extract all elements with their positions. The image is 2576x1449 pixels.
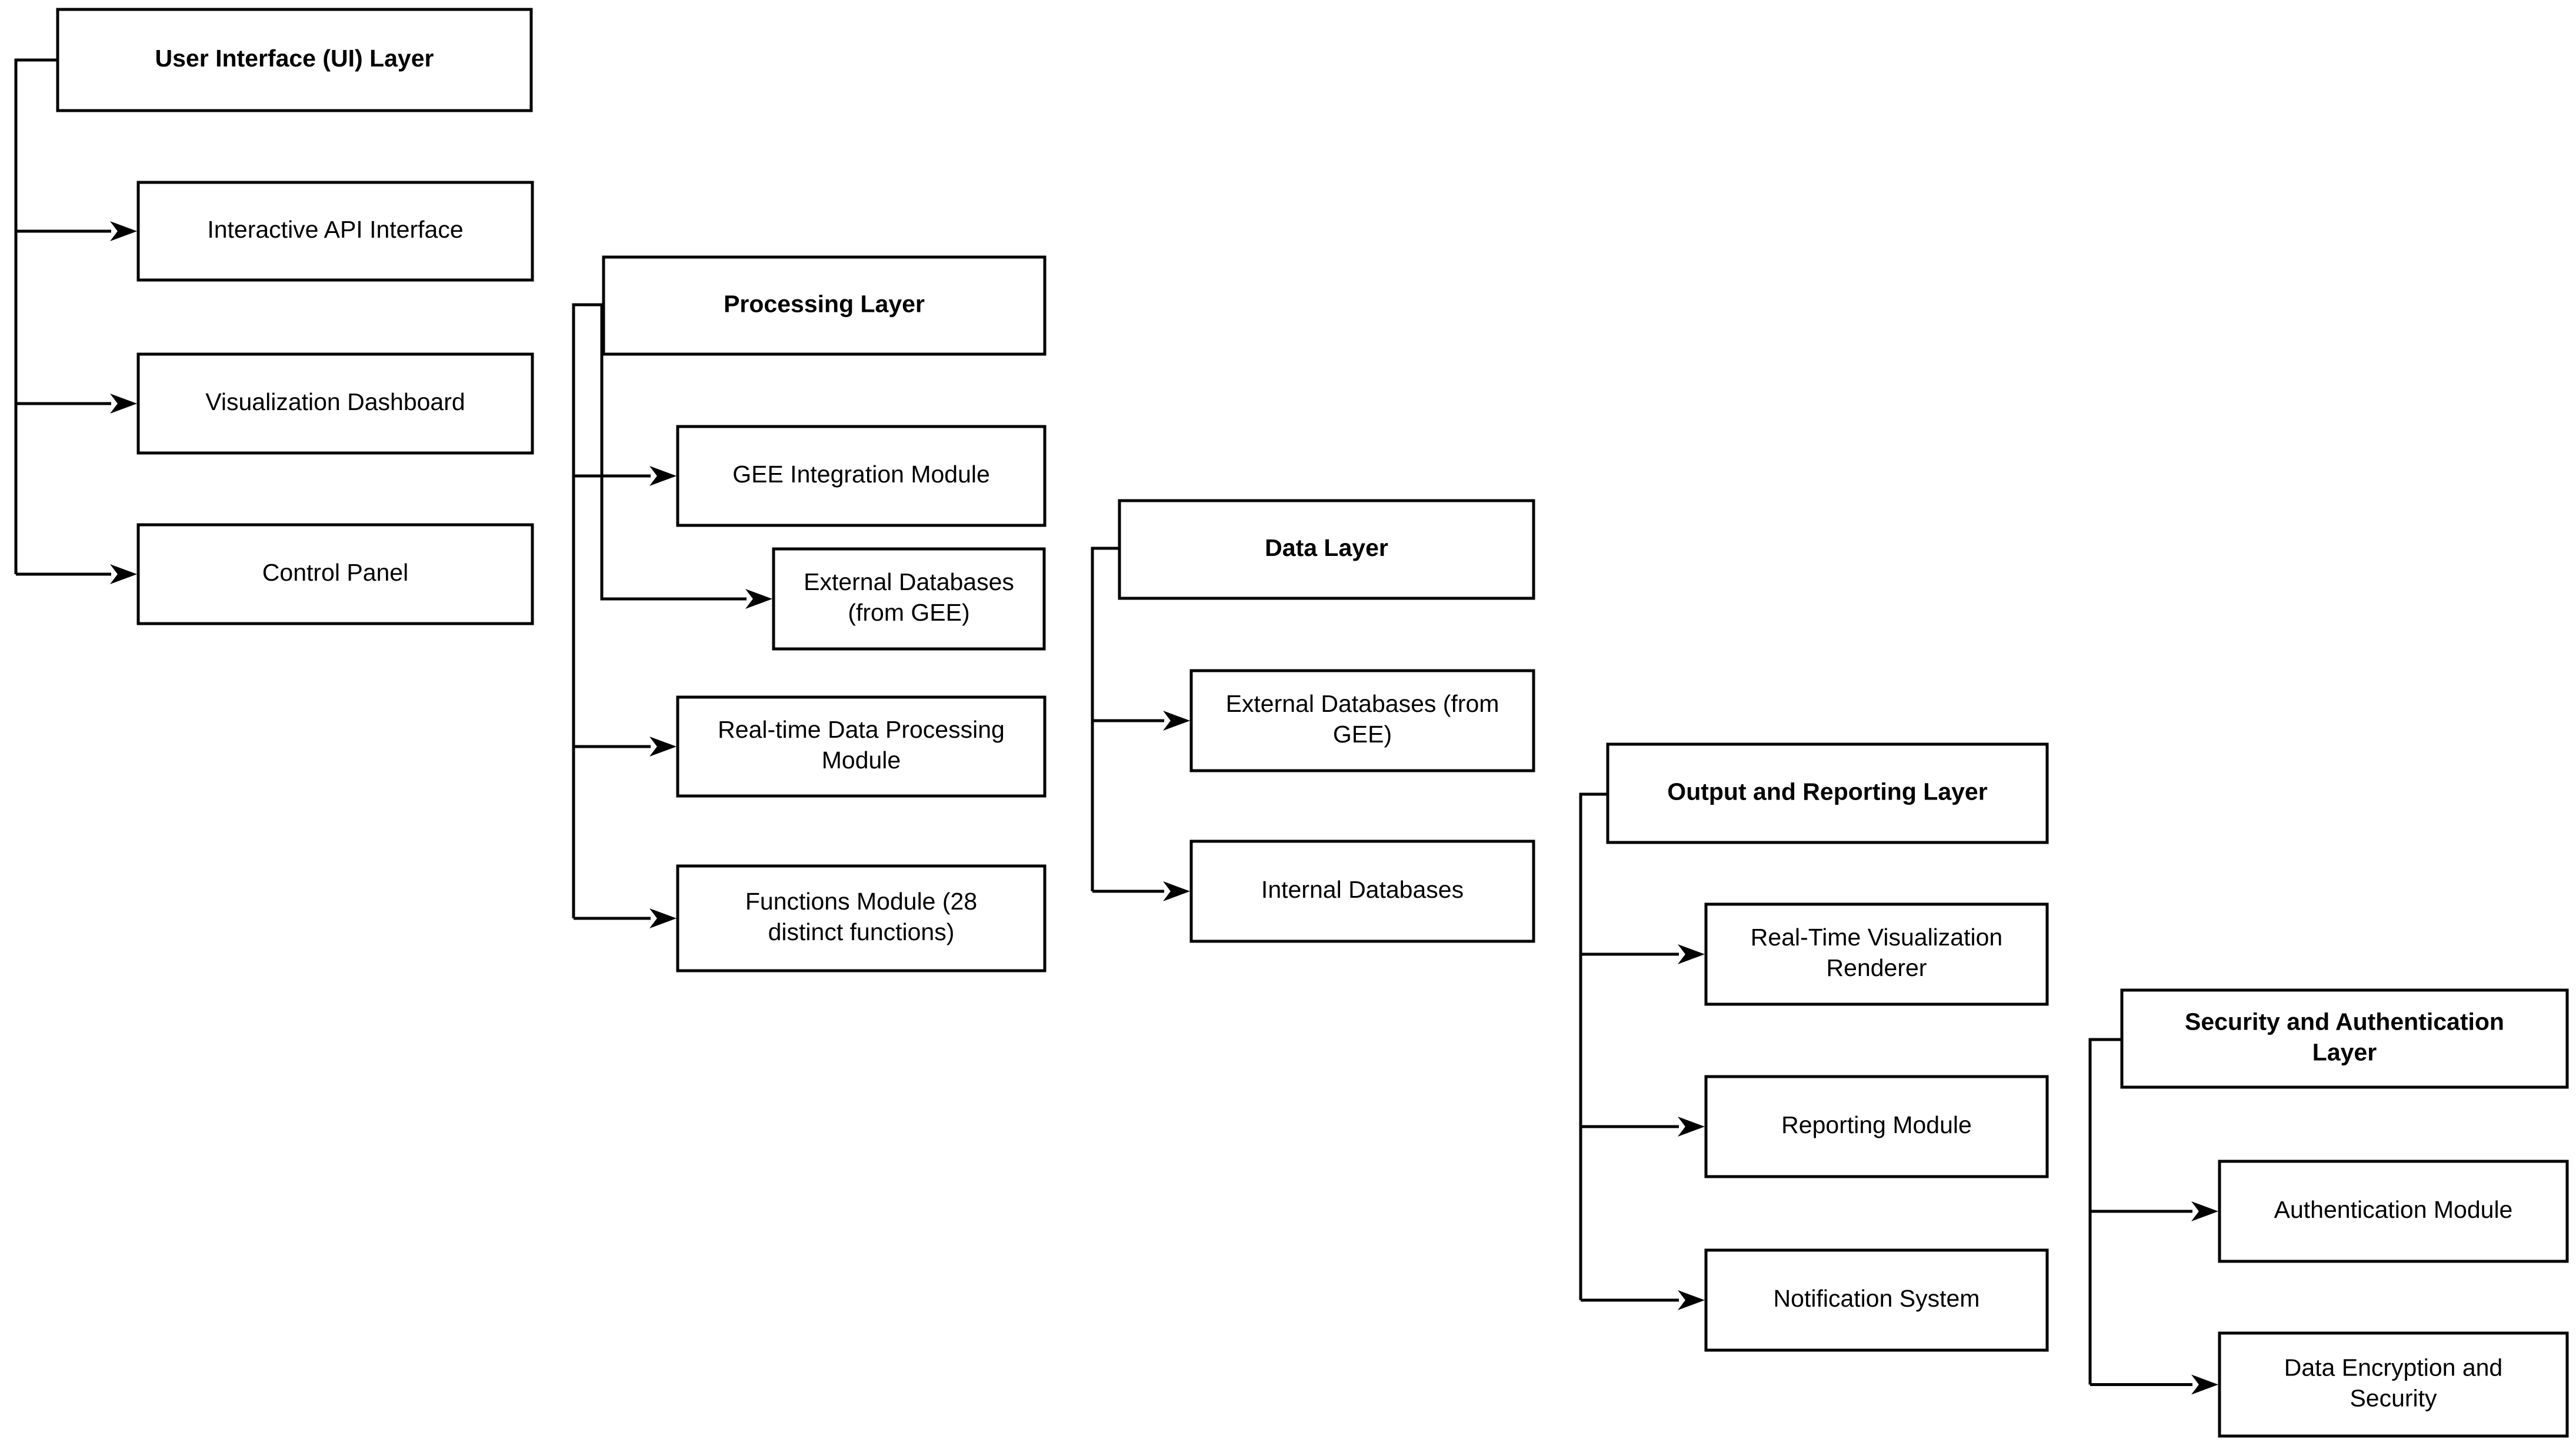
arrow-head-icon xyxy=(2191,1374,2218,1395)
node-internal-databases[interactable]: Internal Databases xyxy=(1189,840,1535,943)
node-label: Processing Layer xyxy=(724,290,925,317)
node-box[interactable] xyxy=(676,864,1047,972)
node-label: Reporting Module xyxy=(1781,1111,1972,1138)
group-header-output-reporting-layer[interactable]: Output and Reporting Layer xyxy=(1606,742,2049,844)
arrow-head-icon xyxy=(110,564,137,584)
group-header-data-layer[interactable]: Data Layer xyxy=(1118,499,1535,600)
connector-spine xyxy=(1579,792,1608,1300)
node-notification-system[interactable]: Notification System xyxy=(1704,1248,2049,1352)
node-box[interactable] xyxy=(136,523,534,625)
node-box[interactable] xyxy=(1189,840,1535,943)
node-box[interactable] xyxy=(1606,742,2049,844)
node-box[interactable] xyxy=(1189,669,1535,772)
node-label: Notification System xyxy=(1774,1285,1980,1312)
node-box[interactable] xyxy=(2218,1160,2569,1263)
node-box[interactable] xyxy=(2120,988,2569,1089)
arrow-head-icon xyxy=(1678,944,1705,964)
node-label: Data Layer xyxy=(1265,534,1388,561)
node-label: GEE Integration Module xyxy=(732,461,990,488)
node-authentication-module[interactable]: Authentication Module xyxy=(2218,1160,2569,1263)
arrow-head-icon xyxy=(110,221,137,241)
connector-branch xyxy=(574,303,747,601)
node-box[interactable] xyxy=(772,547,1046,651)
group-header-processing-layer[interactable]: Processing Layer xyxy=(602,255,1047,356)
node-label: Authentication Module xyxy=(2274,1196,2513,1223)
connector-spine xyxy=(572,303,604,918)
node-label: Interactive API Interface xyxy=(207,216,463,243)
connector-spine xyxy=(2088,1038,2122,1385)
arrow-head-icon xyxy=(1678,1117,1705,1137)
group-header-ui-layer[interactable]: User Interface (UI) Layer xyxy=(56,8,533,112)
node-box[interactable] xyxy=(2218,1331,2569,1438)
node-box[interactable] xyxy=(602,255,1047,356)
node-box[interactable] xyxy=(1704,902,2049,1006)
node-box[interactable] xyxy=(1704,1248,2049,1352)
node-gee-integration-module[interactable]: GEE Integration Module xyxy=(676,425,1047,527)
arrow-head-icon xyxy=(649,737,677,757)
arrow-head-icon xyxy=(745,589,772,609)
node-label: User Interface (UI) Layer xyxy=(155,45,434,72)
arrow-head-icon xyxy=(1678,1290,1705,1310)
node-box[interactable] xyxy=(56,8,533,112)
arrow-head-icon xyxy=(110,394,137,414)
node-box[interactable] xyxy=(136,181,534,282)
node-box[interactable] xyxy=(676,425,1047,527)
node-label: Output and Reporting Layer xyxy=(1667,778,1987,805)
node-label: Visualization Dashboard xyxy=(205,388,465,415)
node-box[interactable] xyxy=(1118,499,1535,600)
node-visualization-dashboard[interactable]: Visualization Dashboard xyxy=(136,352,534,455)
node-box[interactable] xyxy=(676,695,1047,798)
arrow-head-icon xyxy=(2191,1201,2218,1221)
node-external-databases-from-gee-processing[interactable]: External Databases(from GEE) xyxy=(772,547,1046,651)
node-box[interactable] xyxy=(1704,1075,2049,1178)
connector-spine xyxy=(14,58,58,574)
node-box[interactable] xyxy=(136,352,534,455)
node-control-panel[interactable]: Control Panel xyxy=(136,523,534,625)
arrow-head-icon xyxy=(1163,881,1190,901)
arrow-head-icon xyxy=(1163,711,1190,731)
node-interactive-api-interface[interactable]: Interactive API Interface xyxy=(136,181,534,282)
node-label: Internal Databases xyxy=(1261,876,1464,903)
connector-spine xyxy=(1091,547,1119,891)
arrow-head-icon xyxy=(649,466,677,486)
node-label: External Databases(from GEE) xyxy=(804,568,1014,626)
arrow-head-icon xyxy=(649,908,677,928)
node-reporting-module[interactable]: Reporting Module xyxy=(1704,1075,2049,1178)
node-label: Control Panel xyxy=(262,559,408,586)
